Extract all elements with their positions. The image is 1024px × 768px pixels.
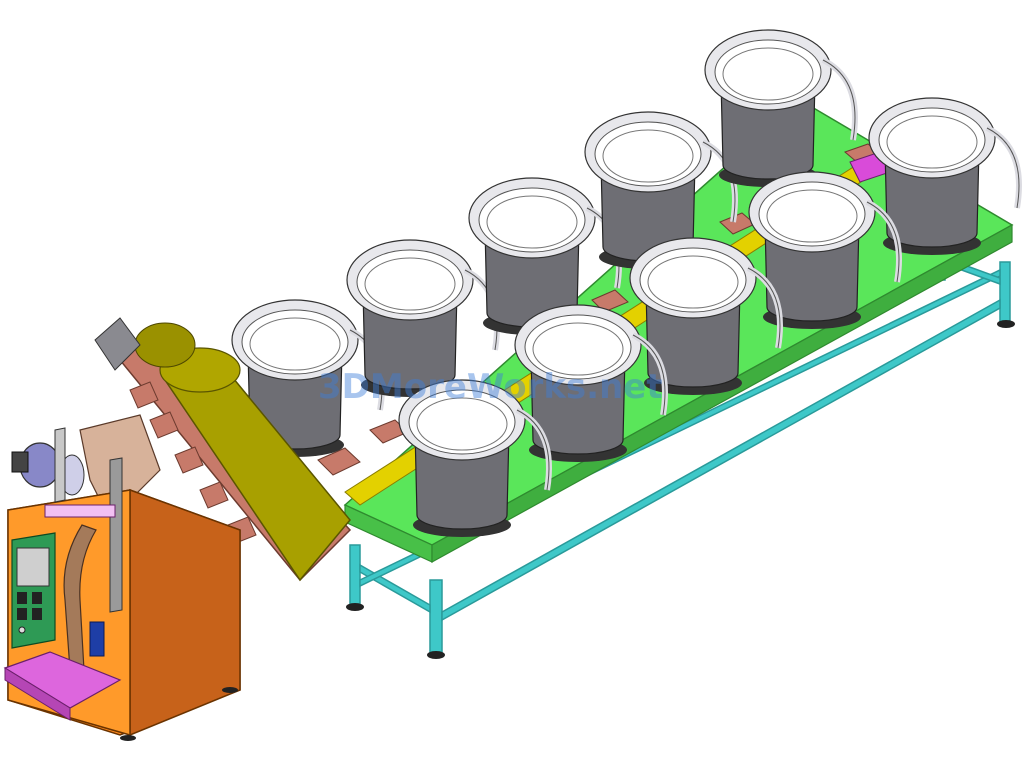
- film-roll-assembly: [11, 427, 123, 613]
- vibratory-bowl: [704, 29, 858, 187]
- watermark-text: 3DMoreWorks.net: [318, 367, 663, 407]
- table-feet: [346, 320, 1015, 659]
- vibratory-bowls: [231, 29, 1022, 537]
- base-plate: [3, 651, 122, 721]
- sensor-block: [89, 621, 105, 657]
- vibratory-bowl: [629, 237, 783, 395]
- display-screen: [16, 547, 50, 587]
- indicator-light: [18, 626, 26, 634]
- vibratory-bowl: [584, 111, 738, 269]
- vibratory-bowl: [468, 177, 622, 335]
- control-panel: [11, 532, 56, 649]
- vibratory-bowl: [514, 304, 668, 462]
- inclined-conveyor: [94, 317, 352, 582]
- vibratory-bowl: [398, 379, 552, 537]
- vibratory-bowl: [748, 171, 902, 329]
- vibratory-bowl: [868, 97, 1022, 255]
